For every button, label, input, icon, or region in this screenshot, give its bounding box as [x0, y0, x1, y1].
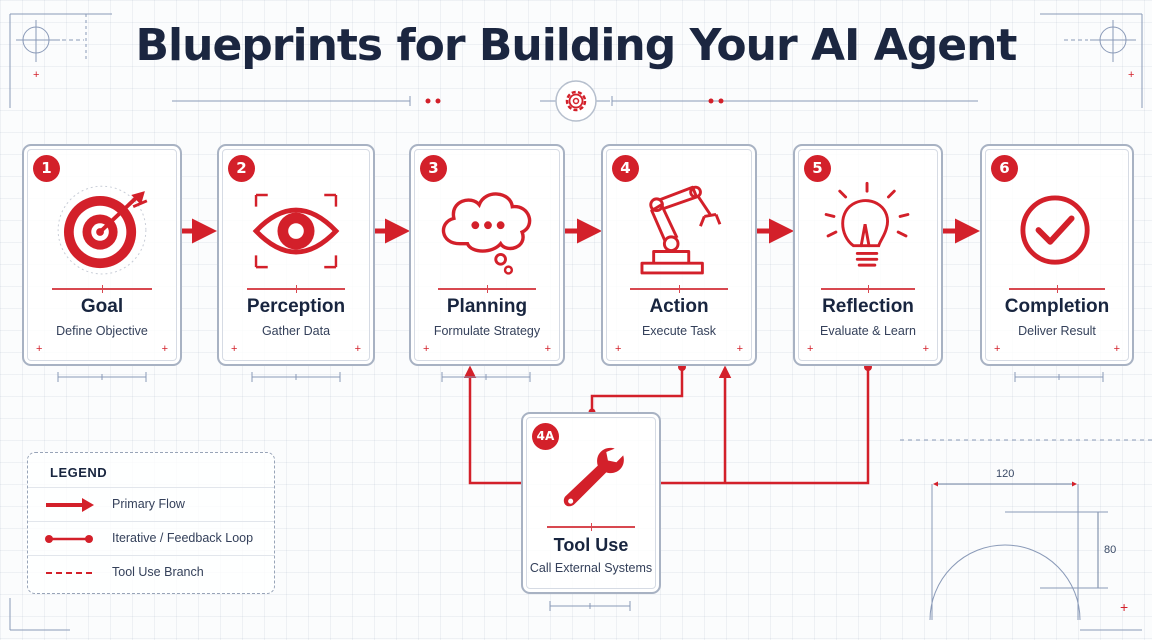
- dimension-drawing: [900, 439, 1152, 621]
- step-name: Goal: [80, 296, 124, 317]
- legend-title: LEGEND: [50, 465, 108, 480]
- checkmark-icon: [1020, 195, 1090, 265]
- step-card-reflection[interactable]: 5 Reflection Evaluate & Learn + +: [793, 144, 943, 366]
- step-card-completion[interactable]: 6 Completion Deliver Result + +: [980, 144, 1134, 366]
- step-name: Planning: [446, 296, 528, 317]
- plus-mark: +: [544, 343, 551, 355]
- step-description: Call External Systems: [529, 561, 653, 575]
- dimension-ticks: [57, 372, 1104, 611]
- plus-mark: +: [807, 343, 814, 355]
- feedback-loop-lines: [463, 365, 870, 485]
- plus-mark: +: [36, 343, 43, 355]
- legend-label: Iterative / Feedback Loop: [112, 531, 254, 545]
- separator: [547, 523, 635, 531]
- plus-mark: +: [231, 343, 238, 355]
- plus-mark: +: [354, 343, 361, 355]
- step-card-goal[interactable]: 1 Goal Define Objective + +: [22, 144, 182, 366]
- corner-mark-top-left: [9, 13, 112, 108]
- plus-mark: +: [994, 343, 1001, 355]
- robot-arm-icon: [640, 185, 722, 275]
- arrow-icon: [46, 498, 94, 512]
- step-name: Tool Use: [553, 535, 629, 555]
- svg-text:+: +: [1128, 69, 1134, 81]
- step-description: Evaluate & Learn: [820, 324, 916, 338]
- separator: [246, 285, 346, 293]
- step-badge: 4: [612, 155, 639, 182]
- step-name: Completion: [1004, 296, 1110, 317]
- plus-mark: +: [423, 343, 430, 355]
- gear-icon: [555, 80, 597, 122]
- legend-item-primary-flow: Primary Flow: [28, 487, 274, 522]
- dot-line-icon: [45, 535, 93, 543]
- step-badge: 6: [991, 155, 1018, 182]
- thought-bubble-icon: [441, 192, 532, 275]
- page-title: Blueprints for Building Your AI Agent: [135, 20, 1018, 71]
- step-card-action[interactable]: 4 Action Execute Task + +: [601, 144, 757, 366]
- step-description: Execute Task: [641, 324, 717, 338]
- step-badge: 1: [33, 155, 60, 182]
- step-card-planning[interactable]: 3 Planning Formulate Strategy + +: [409, 144, 565, 366]
- plus-mark: +: [736, 343, 743, 355]
- legend-label: Tool Use Branch: [112, 565, 204, 579]
- dashed-line-icon: [46, 572, 94, 574]
- step-badge: 4A: [532, 423, 559, 450]
- step-card-perception[interactable]: 2 Perception Gather Data + +: [217, 144, 375, 366]
- dimension-label-height: 80: [1104, 544, 1117, 556]
- plus-mark: +: [615, 343, 622, 355]
- legend-label: Primary Flow: [112, 497, 185, 511]
- step-description: Define Objective: [56, 324, 148, 338]
- eye-icon: [252, 193, 340, 269]
- separator: [438, 285, 536, 293]
- target-icon: [57, 185, 148, 275]
- legend: LEGEND Primary Flow Iterative / Feedback…: [27, 452, 275, 594]
- separator: [1009, 285, 1105, 293]
- step-badge: 2: [228, 155, 255, 182]
- step-description: Gather Data: [261, 324, 331, 338]
- plus-mark: +: [922, 343, 929, 355]
- wrench-icon: [563, 447, 624, 507]
- legend-item-tool-branch: Tool Use Branch: [28, 555, 274, 590]
- lightbulb-icon: [824, 181, 910, 267]
- step-name: Perception: [246, 296, 346, 317]
- step-name: Reflection: [822, 296, 914, 317]
- corner-mark-top-right: [1040, 13, 1143, 108]
- dimension-label-width: 120: [996, 468, 1015, 480]
- separator: [630, 285, 728, 293]
- plus-mark: +: [161, 343, 168, 355]
- legend-item-feedback-loop: Iterative / Feedback Loop: [28, 521, 274, 556]
- step-card-tool-use[interactable]: 4A Tool Use Call External Systems: [521, 412, 661, 594]
- svg-text:+: +: [33, 69, 39, 81]
- step-description: Formulate Strategy: [433, 324, 541, 338]
- step-name: Action: [649, 296, 709, 317]
- step-description: Deliver Result: [1018, 324, 1096, 338]
- step-badge: 3: [420, 155, 447, 182]
- separator: [52, 285, 152, 293]
- title-rule: [172, 96, 978, 106]
- step-badge: 5: [804, 155, 831, 182]
- svg-text:+: +: [1120, 599, 1128, 615]
- separator: [821, 285, 915, 293]
- plus-mark: +: [1113, 343, 1120, 355]
